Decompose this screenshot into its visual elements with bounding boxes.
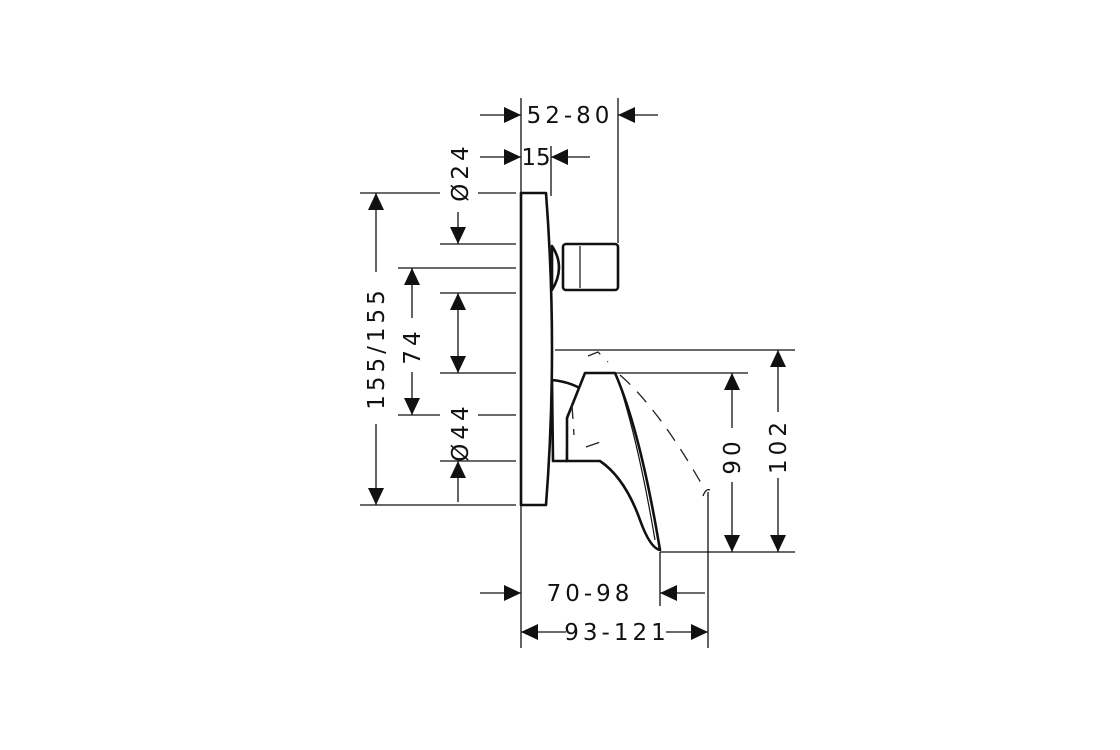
arrowhead-icon	[450, 293, 466, 310]
arrowhead-icon	[504, 149, 521, 165]
diverter-knob	[561, 242, 620, 292]
arrowhead-icon	[551, 149, 568, 165]
mixer-body	[519, 191, 711, 552]
label-70-98: 70-98	[547, 581, 634, 607]
arrowhead-icon	[504, 107, 521, 123]
dimension-lines	[375, 114, 779, 633]
arrowhead-icon	[504, 585, 521, 601]
arrowhead-icon	[618, 107, 635, 123]
arrowhead-icon	[404, 268, 420, 285]
label-155-155: 155/155	[364, 286, 390, 410]
label-90: 90	[720, 437, 746, 474]
arrowhead-icon	[691, 624, 708, 640]
extension-lines	[360, 98, 795, 648]
arrowhead-icon	[770, 350, 786, 367]
lever-rotation-end	[702, 489, 711, 497]
label-74: 74	[400, 327, 426, 364]
arrowhead-icon	[368, 193, 384, 210]
lever-handle	[565, 371, 662, 552]
arrowhead-icon	[724, 535, 740, 552]
arrowhead-icon	[770, 535, 786, 552]
label-d44: Ø44	[448, 402, 474, 461]
label-d24: Ø24	[448, 142, 474, 201]
arrowheads	[368, 107, 786, 640]
arrowhead-icon	[450, 227, 466, 244]
arrowhead-icon	[660, 585, 677, 601]
wall-plate	[519, 191, 554, 507]
arrowhead-icon	[450, 356, 466, 373]
label-102: 102	[766, 418, 792, 474]
lever-hidden-lines	[571, 404, 607, 448]
arrowhead-icon	[368, 488, 384, 505]
arrowhead-icon	[521, 624, 538, 640]
arrowhead-icon	[724, 373, 740, 390]
label-93-121: 93-121	[564, 620, 669, 646]
dimension-labels: 52-80 15 Ø24 155/155 74 Ø44 102 90 70-98…	[364, 103, 792, 646]
diverter-collar	[550, 244, 561, 292]
lever-edge-line	[617, 379, 656, 541]
label-52-80: 52-80	[527, 103, 614, 129]
arrowhead-icon	[450, 461, 466, 478]
lever-rotation-outline	[587, 351, 706, 491]
label-15: 15	[521, 145, 550, 171]
arrowhead-icon	[404, 398, 420, 415]
